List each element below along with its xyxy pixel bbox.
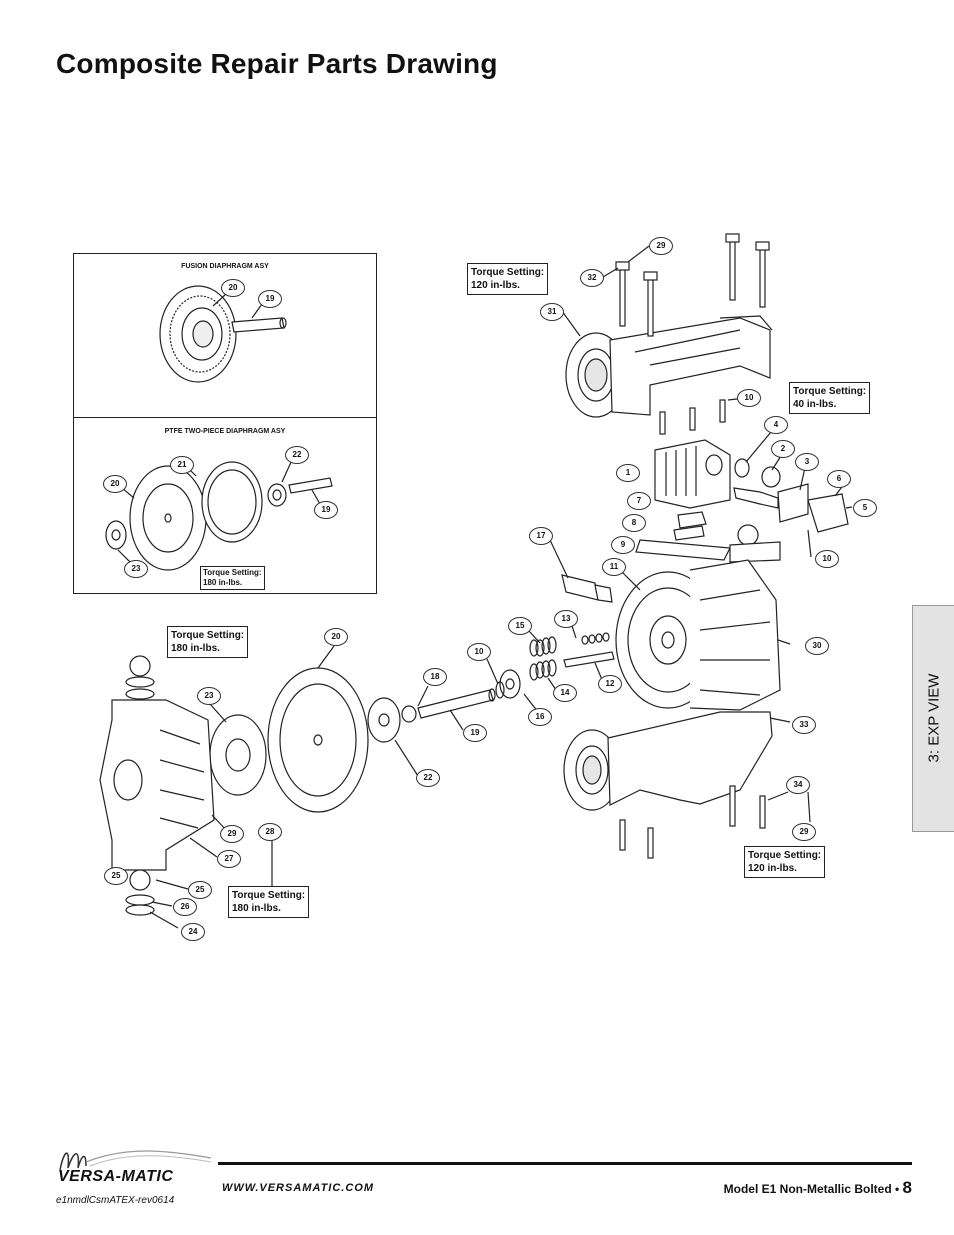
callout-33: 33 (792, 716, 816, 734)
callout-inset-ptfe-20: 20 (103, 475, 127, 493)
section-tab-label: 3: EXP VIEW (925, 673, 943, 763)
torque-box-bottom-bolts: Torque Setting: 120 in-lbs. (744, 846, 826, 878)
callout-12: 12 (598, 675, 622, 693)
torque-label: Torque Setting: (471, 267, 545, 278)
torque-value: 120 in-lbs. (471, 280, 520, 291)
torque-box-center-bolts: Torque Setting: 40 in-lbs. (789, 382, 871, 414)
torque-box-top-bolts: Torque Setting: 120 in-lbs. (467, 263, 549, 295)
shaft-assembly-illustration (486, 625, 615, 713)
callout-28: 28 (258, 823, 282, 841)
callout-29: 29 (792, 823, 816, 841)
section-tab[interactable]: 3: EXP VIEW (912, 605, 954, 832)
callout-19: 19 (463, 724, 487, 742)
fusion-diaphragm-illustration (159, 285, 287, 383)
torque-box-outer-chamber: Torque Setting: 180 in-lbs. (167, 626, 249, 658)
torque-box-inner-nut: Torque Setting: 180 in-lbs. (228, 886, 310, 918)
callout-34: 34 (786, 776, 810, 794)
callout-29: 29 (220, 825, 244, 843)
torque-value: 180 in-lbs. (171, 643, 220, 654)
callout-3: 3 (795, 453, 819, 471)
callout-32: 32 (580, 269, 604, 287)
callout-15: 15 (508, 617, 532, 635)
callout-10: 10 (737, 389, 761, 407)
callout-26: 26 (173, 898, 197, 916)
callout-5: 5 (853, 499, 877, 517)
callout-inset-ptfe-19: 19 (314, 501, 338, 519)
model-name: Model E1 Non-Metallic Bolted • (723, 1182, 900, 1196)
callout-31: 31 (540, 303, 564, 321)
callout-11: 11 (602, 558, 626, 576)
footer-rule (218, 1162, 912, 1165)
callout-25: 25 (104, 867, 128, 885)
left-chamber-illustration (99, 655, 273, 929)
page-number: 8 (902, 1178, 912, 1197)
inset-torque-box: Torque Setting: 180 in-lbs. (200, 566, 265, 590)
torque-label: Torque Setting: (748, 850, 822, 861)
callout-10: 10 (815, 550, 839, 568)
callout-29: 29 (649, 237, 673, 255)
callout-1: 1 (616, 464, 640, 482)
diaphragm-shaft-illustration (209, 645, 496, 813)
bottom-manifold-illustration (563, 711, 811, 859)
callout-10: 10 (467, 643, 491, 661)
page-title: Composite Repair Parts Drawing (56, 48, 498, 79)
callout-9: 9 (611, 536, 635, 554)
callout-4: 4 (764, 416, 788, 434)
versa-matic-logo-icon (59, 1150, 212, 1171)
callout-27: 27 (217, 850, 241, 868)
callout-8: 8 (622, 514, 646, 532)
torque-value: 180 in-lbs. (203, 578, 243, 587)
callout-16: 16 (528, 708, 552, 726)
torque-value: 120 in-lbs. (748, 863, 797, 874)
callout-6: 6 (827, 470, 851, 488)
callout-2: 2 (771, 440, 795, 458)
torque-label: Torque Setting: (203, 568, 262, 577)
callout-18: 18 (423, 668, 447, 686)
torque-label: Torque Setting: (793, 386, 867, 397)
liquid-chamber-illustration (549, 539, 791, 711)
callout-23: 23 (197, 687, 221, 705)
callout-inset-ptfe-22: 22 (285, 446, 309, 464)
torque-label: Torque Setting: (232, 890, 306, 901)
callout-20: 20 (324, 628, 348, 646)
callout-7: 7 (627, 492, 651, 510)
fusion-diaphragm-title: FUSION DIAPHRAGM ASY (181, 263, 269, 270)
callout-inset-fusion-20: 20 (221, 279, 245, 297)
callout-inset-ptfe-23: 23 (124, 560, 148, 578)
center-section-illustration (635, 397, 853, 563)
callout-inset-fusion-19: 19 (258, 290, 282, 308)
top-manifold-illustration (561, 233, 773, 418)
inset-divider (74, 417, 376, 418)
callout-30: 30 (805, 637, 829, 655)
callout-24: 24 (181, 923, 205, 941)
torque-label: Torque Setting: (171, 630, 245, 641)
diaphragm-assembly-inset: FUSION DIAPHRAGM ASY PTFE TWO-PIECE DIAP… (73, 253, 377, 594)
website-link[interactable]: WWW.VERSAMATIC.COM (222, 1182, 375, 1194)
callout-13: 13 (554, 610, 578, 628)
callout-inset-ptfe-21: 21 (170, 456, 194, 474)
torque-value: 40 in-lbs. (793, 399, 837, 410)
callout-14: 14 (553, 684, 577, 702)
callout-25: 25 (188, 881, 212, 899)
callout-17: 17 (529, 527, 553, 545)
ptfe-diaphragm-title: PTFE TWO-PIECE DIAPHRAGM ASY (164, 428, 286, 435)
revision-code: e1nmdlCsmATEX-rev0614 (56, 1195, 175, 1206)
torque-value: 180 in-lbs. (232, 903, 281, 914)
ptfe-diaphragm-illustration (105, 459, 333, 571)
footer-model: Model E1 Non-Metallic Bolted • 8 (724, 1178, 912, 1198)
brand-name: VERSA-MATIC (58, 1168, 174, 1185)
callout-22: 22 (416, 769, 440, 787)
